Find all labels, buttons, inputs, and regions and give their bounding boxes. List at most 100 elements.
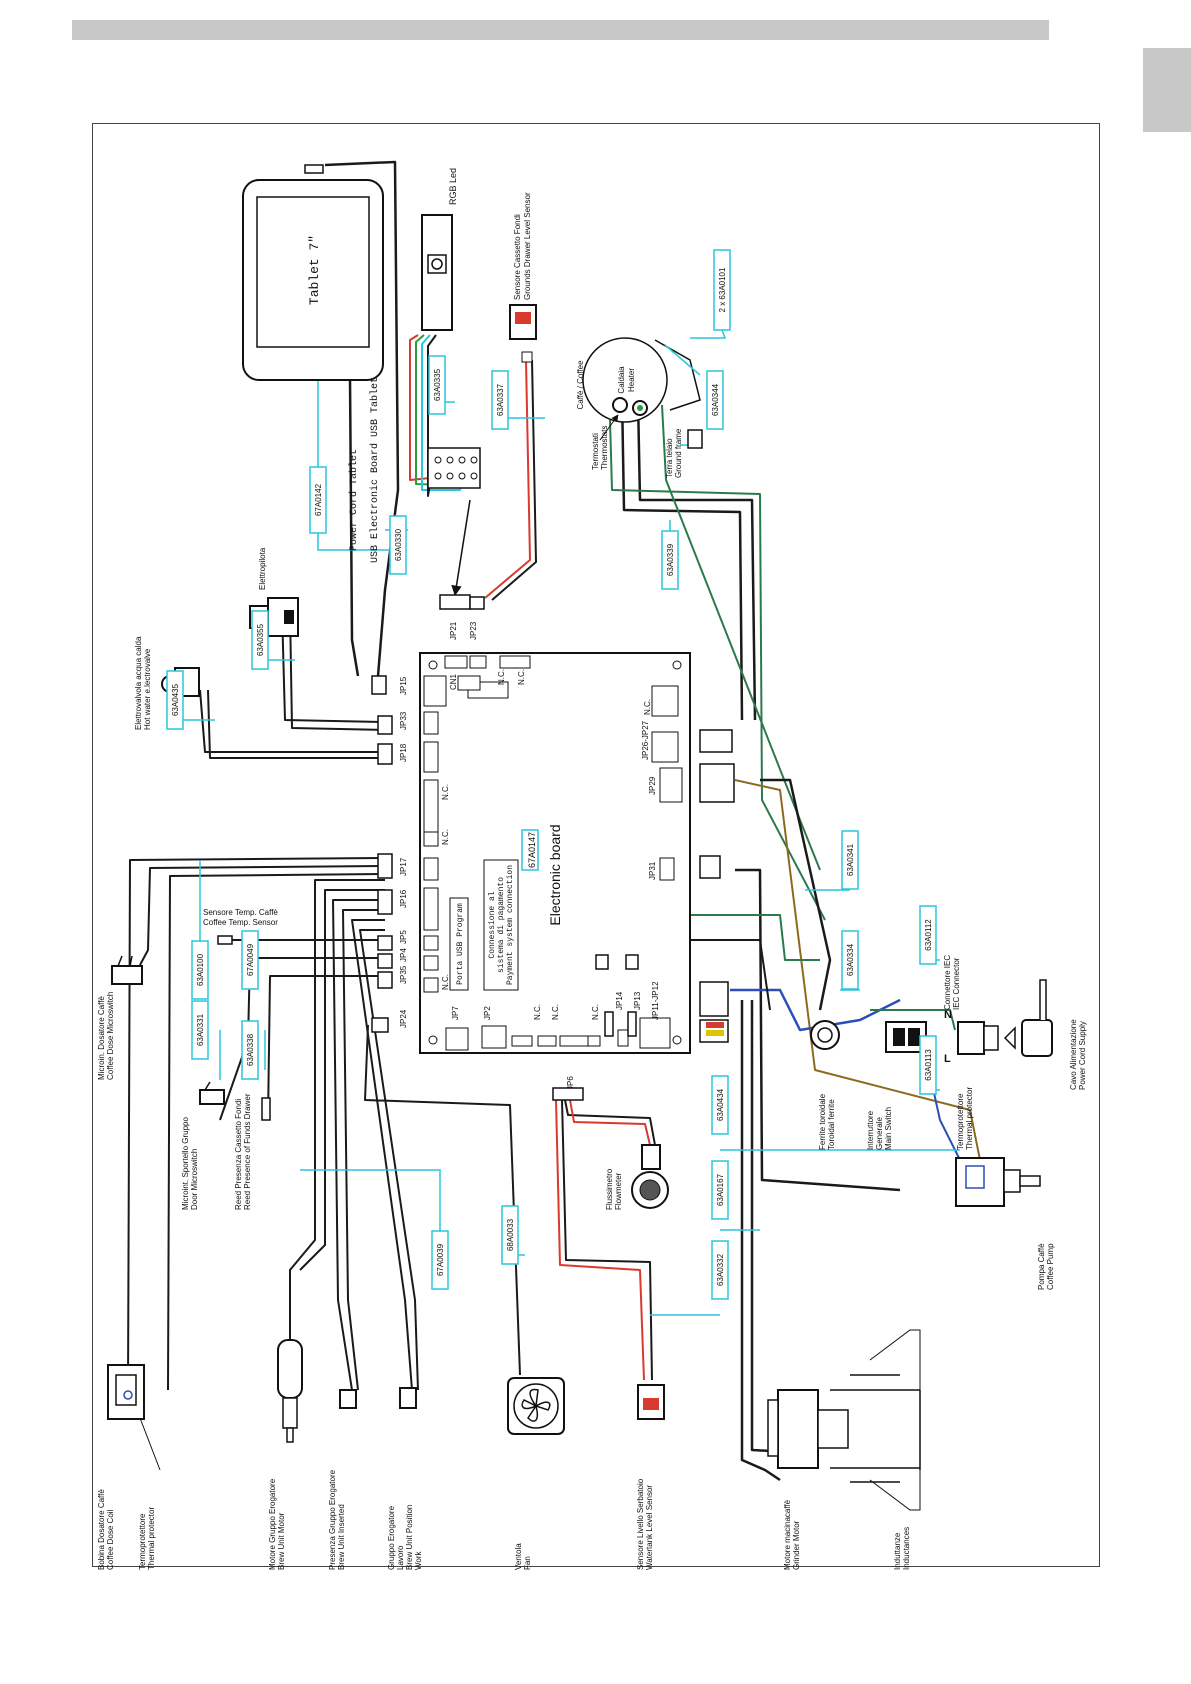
cable-tag-63A0434: 63A0434: [711, 1075, 729, 1135]
cable-tag-box: [706, 370, 724, 430]
port-nc-1: N.C.: [497, 669, 506, 685]
cable-tag-63A0113: 63A0113: [919, 1035, 937, 1095]
grinder-motor: [767, 1329, 921, 1511]
pump-en: Coffee Pump: [1046, 1243, 1055, 1290]
cord-en: Power Cord Supply: [1078, 1021, 1087, 1090]
cable-tag-label: 63A0338: [246, 1033, 255, 1066]
cable-tag-label: 63A0341: [846, 843, 855, 876]
switch-it1: Interruttore: [866, 1110, 875, 1150]
cable-tag-box: [428, 355, 446, 415]
toroidal-ferrite: [810, 1020, 840, 1050]
port-jp15: JP15: [399, 676, 408, 695]
dose-micro-en: Coffee Dose Microswitch: [106, 992, 115, 1080]
cable-tag-label: 63A0113: [924, 1049, 933, 1081]
port-jp7: JP7: [451, 1006, 460, 1020]
cable-tag-box: [241, 1020, 259, 1080]
fan-icon: [507, 1377, 565, 1435]
connector-icon: [427, 447, 481, 489]
iec-connector: [957, 979, 1053, 1057]
thermostats-en: Thermostats: [600, 426, 609, 470]
cable-tag-label: 63A0100: [196, 953, 205, 986]
coffee-label: Caffè / Coffee: [576, 360, 585, 410]
port-nc-7: N.C.: [551, 1004, 560, 1020]
section-tab: [1143, 48, 1191, 132]
port-jp4: JP4: [399, 948, 408, 962]
cable-tag-63A0167: 63A0167: [711, 1160, 729, 1220]
cable-tag-box: [841, 830, 859, 890]
cable-tag-label: 63A0330: [394, 528, 403, 561]
switch-it2: Generale: [875, 1117, 884, 1150]
board-code-tag: [521, 829, 539, 871]
port-nc-4: N.C.: [441, 829, 450, 845]
port-nc-3: N.C.: [441, 784, 450, 800]
hot-water-en: Hot water e.lectrovalve: [143, 648, 152, 730]
port-jp11: JP11-JP12: [651, 981, 660, 1020]
left-plugs: [371, 594, 584, 1101]
ground-frame-it: Terra telaio: [665, 438, 674, 478]
port-nc-8: N.C.: [591, 1004, 600, 1020]
iec-it: Connettore IEC: [943, 955, 952, 1010]
cable-tag-box: [711, 1240, 729, 1300]
brew-presence-it: Presenza Gruppo Erogatore: [328, 1469, 337, 1570]
cable-tag-box: [241, 930, 259, 990]
diagram-frame: [92, 123, 1100, 1567]
cable-tag-label: 63A0344: [711, 383, 720, 416]
fan-en: Fan: [523, 1556, 532, 1570]
cable-tag-box: [713, 249, 731, 331]
cable-tag-label: 63A0355: [256, 623, 265, 656]
cable-tag-label: 63A0332: [716, 1253, 725, 1286]
cable-tag-63A0101: 2 x 63A0101: [713, 249, 731, 331]
cable-tag-63A0112: 63A0112: [919, 905, 937, 965]
cable-tag-box: [491, 370, 509, 430]
port-nc-5: N.C.: [441, 974, 450, 990]
rgb-led: [421, 214, 453, 331]
cable-tag-67A0039: 67A0039: [431, 1230, 449, 1290]
port-jp29: JP29: [648, 776, 657, 795]
cable-tag-label: 68A0033: [506, 1218, 515, 1251]
grinder-en: Grinder Motor: [792, 1520, 801, 1570]
phase-n: N: [944, 1009, 952, 1021]
door-micro-en: Door Microswitch: [190, 1149, 199, 1210]
reed-en: Reed Presence of Funds Drawer: [243, 1093, 252, 1210]
port-jp6: JP6: [566, 1076, 575, 1090]
watertank-sensor: [637, 1384, 665, 1420]
cable-tag-box: [431, 1230, 449, 1290]
payment-label-3: Payment system connection: [506, 865, 515, 985]
brew-pos-it2: Lavoro: [396, 1545, 405, 1570]
thermal-en: Thermal protector: [147, 1507, 156, 1570]
coffee-pump: [955, 1157, 1041, 1207]
coffee-dose-coil: [107, 1364, 145, 1420]
coil-it: Bobina Dosatore Caffè: [97, 1489, 106, 1570]
temp-sensor-it: Sensore Temp. Caffè: [203, 908, 278, 917]
brew-unit-position-switch: [399, 1387, 417, 1409]
temp-sensor-en: Coffee Temp. Sensor: [203, 918, 278, 927]
cable-tag-label: 63A0337: [496, 383, 505, 416]
water-sensor-en: Watertank Level Sensor: [645, 1485, 654, 1570]
port-jp26: JP26-JP27: [641, 720, 650, 760]
heater-label-en: Heater: [627, 368, 636, 392]
port-jp17: JP17: [399, 857, 408, 876]
cable-tag-box: [711, 1160, 729, 1220]
flowmeter-it: Flussimetro: [605, 1168, 614, 1210]
cable-tag-63A0330: 63A0330: [389, 515, 407, 575]
relay-mark-yellow: [706, 1030, 724, 1036]
door-microswitch: [199, 1081, 225, 1105]
cable-tag-box: [841, 930, 859, 990]
cable-tag-63A0337: 63A0337: [491, 370, 509, 430]
thermal-it: Termoprotettore: [138, 1513, 147, 1570]
switch-en: Main Switch: [884, 1107, 893, 1150]
cable-tag-box: [711, 1075, 729, 1135]
grounds-sensor-en: Grounds Drawer Level Sensor: [523, 192, 532, 300]
thermostats-it: Termostati: [591, 433, 600, 470]
port-jp18: JP18: [399, 743, 408, 762]
cable-tag-63A0341: 63A0341: [841, 830, 859, 890]
thermal2-en: Thermal protector: [965, 1087, 974, 1150]
dose-microswitch: [111, 955, 143, 985]
grounds-drawer-sensor: [509, 304, 537, 363]
usb-tablet-label: USB Electronic Board USB Tablet: [369, 377, 381, 563]
cable-tag-63A0332: 63A0332: [711, 1240, 729, 1300]
cable-tag-63A0339: 63A0339: [661, 530, 679, 590]
cable-tag-box: [501, 1205, 519, 1265]
coil-en: Coffee Dose Coil: [106, 1509, 115, 1570]
board-title: Electronic board: [547, 824, 563, 925]
